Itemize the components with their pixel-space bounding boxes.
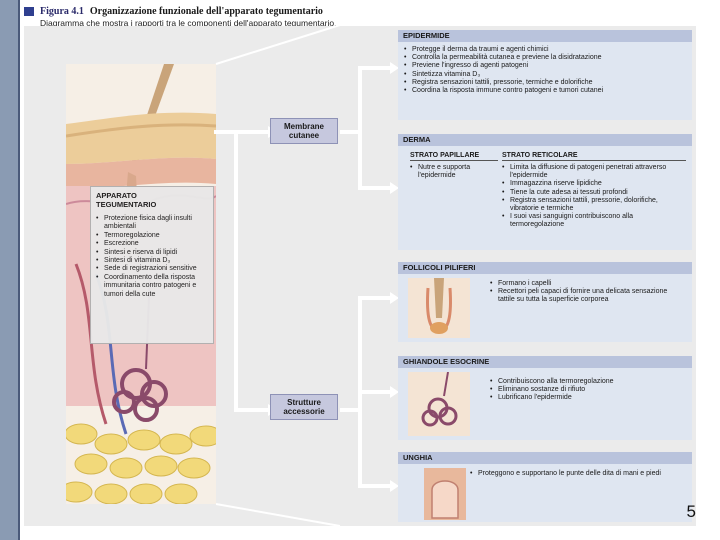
membrane-node: Membrane cutanee (270, 118, 338, 144)
list-item: Previene l'ingresso di agenti patogeni (404, 62, 686, 70)
list-item: Immagazzina riserve lipidiche (502, 180, 686, 188)
figure-marker-icon (24, 7, 34, 16)
list-item: Coordina la risposta immune contro patog… (404, 87, 686, 95)
tegumentario-box: APPARATO TEGUMENTARIO Protezione fisica … (90, 186, 214, 344)
list-item: Sintesi e riserva di lipidi (96, 249, 208, 258)
membrane-node-line1: Membrane (283, 122, 324, 131)
derma-title: DERMA (398, 134, 692, 146)
accessory-node: Strutture accessorie (270, 394, 338, 420)
list-item: Protezione fisica dagli insulti ambienta… (96, 215, 208, 232)
fingernail-icon (424, 468, 466, 520)
reticolare-title: STRATO RETICOLARE (502, 152, 686, 161)
unghia-panel: UNGHIA Proteggono e supportano le punte … (398, 452, 692, 522)
figure-number: Figura 4.1 (40, 6, 84, 17)
gland-image (408, 371, 470, 436)
list-item: Sintesi di vitamina D₃ (96, 257, 208, 266)
list-item: Tiene la cute adesa ai tessuti profondi (502, 189, 686, 197)
sweat-gland-icon (408, 371, 470, 436)
list-item: Sede di registrazioni sensitive (96, 265, 208, 274)
list-item: Protegge il derma da traumi e agenti chi… (404, 46, 686, 54)
slide-frame-edge (18, 0, 20, 540)
list-item: Registra sensazioni tattili, pressorie, … (404, 79, 686, 87)
list-item: Controlla la permeabilità cutanea e prev… (404, 54, 686, 62)
list-item: Coordinamento della risposta immunitaria… (96, 274, 208, 299)
list-item: Recettori peli capaci di fornire una del… (490, 288, 678, 304)
figure-header: Figura 4.1 Organizzazione funzionale del… (24, 6, 384, 28)
figure-title: Organizzazione funzionale dell'apparato … (89, 6, 323, 17)
list-item: I suoi vasi sanguigni contribuiscono all… (502, 213, 686, 229)
hair-follicle-icon (408, 278, 470, 338)
epidermide-title: EPIDERMIDE (398, 30, 692, 42)
list-item: Sintetizza vitamina D₃ (404, 71, 686, 79)
epidermide-list: Protegge il derma da traumi e agenti chi… (398, 42, 692, 95)
list-item: Contribuiscono alla termoregolazione (490, 378, 678, 386)
accessory-node-line2: accessorie (283, 407, 325, 416)
list-item: Proteggono e supportano le punte delle d… (470, 470, 678, 478)
slide-frame-bar (0, 0, 18, 540)
tegumentario-list: Protezione fisica dagli insulti ambienta… (96, 215, 208, 299)
accessory-node-line1: Strutture (287, 398, 321, 407)
nail-image (424, 468, 466, 520)
tegumentario-title-line2: TEGUMENTARIO (96, 200, 157, 209)
follicoli-title: FOLLICOLI PILIFERI (398, 262, 692, 274)
papillare-list: Nutre e supporta l'epidermide (410, 164, 498, 180)
follicoli-list: Formano i capelli Recettori peli capaci … (484, 276, 684, 305)
list-item: Eliminano sostanze di rifiuto (490, 386, 678, 394)
unghia-list: Proteggono e supportano le punte delle d… (464, 466, 684, 478)
list-item: Limita la diffusione di patogeni penetra… (502, 164, 686, 180)
hair-follicle-image (408, 278, 470, 338)
list-item: Escrezione (96, 240, 208, 249)
list-item: Lubrificano l'epidermide (490, 394, 678, 402)
papillare-title: STRATO PAPILLARE (410, 152, 498, 161)
ghiandole-title: GHIANDOLE ESOCRINE (398, 356, 692, 368)
epidermide-panel: EPIDERMIDE Protegge il derma da traumi e… (398, 30, 692, 120)
list-item: Registra sensazioni tattili, pressorie, … (502, 197, 686, 213)
list-item: Termoregolazione (96, 232, 208, 241)
ghiandole-panel: GHIANDOLE ESOCRINE Contribuiscono alla t… (398, 356, 692, 440)
list-item: Nutre e supporta l'epidermide (410, 164, 498, 180)
figure-subtitle: Diagramma che mostra i rapporti tra le c… (40, 18, 337, 28)
membrane-node-line2: cutanee (288, 131, 320, 140)
ghiandole-list: Contribuiscono alla termoregolazione Eli… (484, 374, 684, 403)
list-item: Formano i capelli (490, 280, 678, 288)
reticolare-list: Limita la diffusione di patogeni penetra… (502, 164, 686, 230)
page-number: 5 (686, 502, 696, 521)
unghia-title: UNGHIA (398, 452, 692, 464)
follicoli-panel: FOLLICOLI PILIFERI Formano i capelli Rec… (398, 262, 692, 342)
tegumentario-title-line1: APPARATO (96, 191, 137, 200)
derma-panel: DERMA STRATO PAPILLARE Nutre e supporta … (398, 134, 692, 250)
